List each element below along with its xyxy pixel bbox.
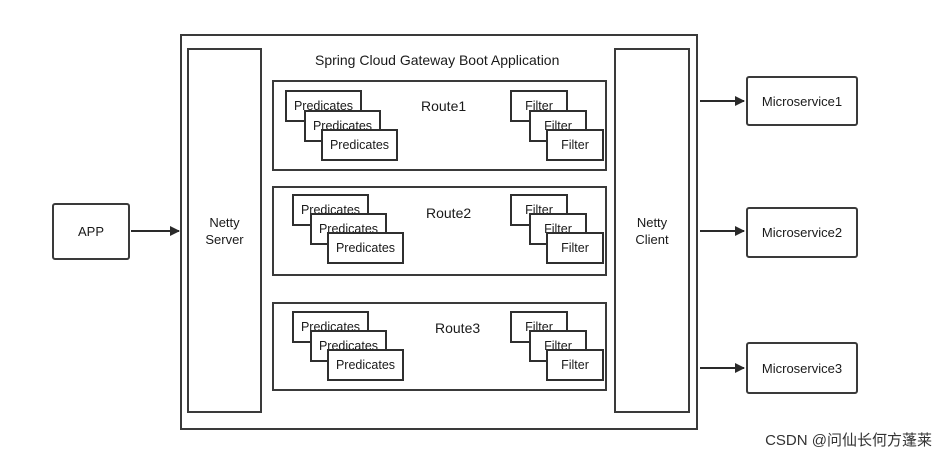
microservice-label-2: Microservice2 <box>761 225 843 240</box>
netty-client-label: Netty Client <box>635 214 669 247</box>
predicates-card-2c: Predicates <box>327 232 404 264</box>
netty-server-label: Netty Server <box>205 214 244 247</box>
netty-server-node: Netty Server <box>187 48 262 413</box>
microservice-label-1: Microservice1 <box>761 93 843 109</box>
app-label: APP <box>77 224 104 239</box>
predicates-card-1c: Predicates <box>321 129 398 161</box>
microservice-node-2: Microservice2 <box>746 207 858 258</box>
netty-client-node: Netty Client <box>614 48 690 413</box>
filter-card-3c: Filter <box>546 349 604 381</box>
app-node: APP <box>52 203 130 260</box>
predicates-card-3c: Predicates <box>327 349 404 381</box>
filter-card-2c: Filter <box>546 232 604 264</box>
route-label-2: Route2 <box>426 205 472 221</box>
microservice-label-3: Microservice3 <box>761 360 843 376</box>
filter-card-1c: Filter <box>546 129 604 161</box>
microservice-node-3: Microservice3 <box>746 342 858 394</box>
route-label-3: Route3 <box>435 320 481 336</box>
gateway-title: Spring Cloud Gateway Boot Application <box>315 52 560 68</box>
watermark-text: CSDN @问仙长何方蓬莱 <box>765 432 932 449</box>
route-label-1: Route1 <box>421 98 467 114</box>
microservice-node-1: Microservice1 <box>746 76 858 126</box>
